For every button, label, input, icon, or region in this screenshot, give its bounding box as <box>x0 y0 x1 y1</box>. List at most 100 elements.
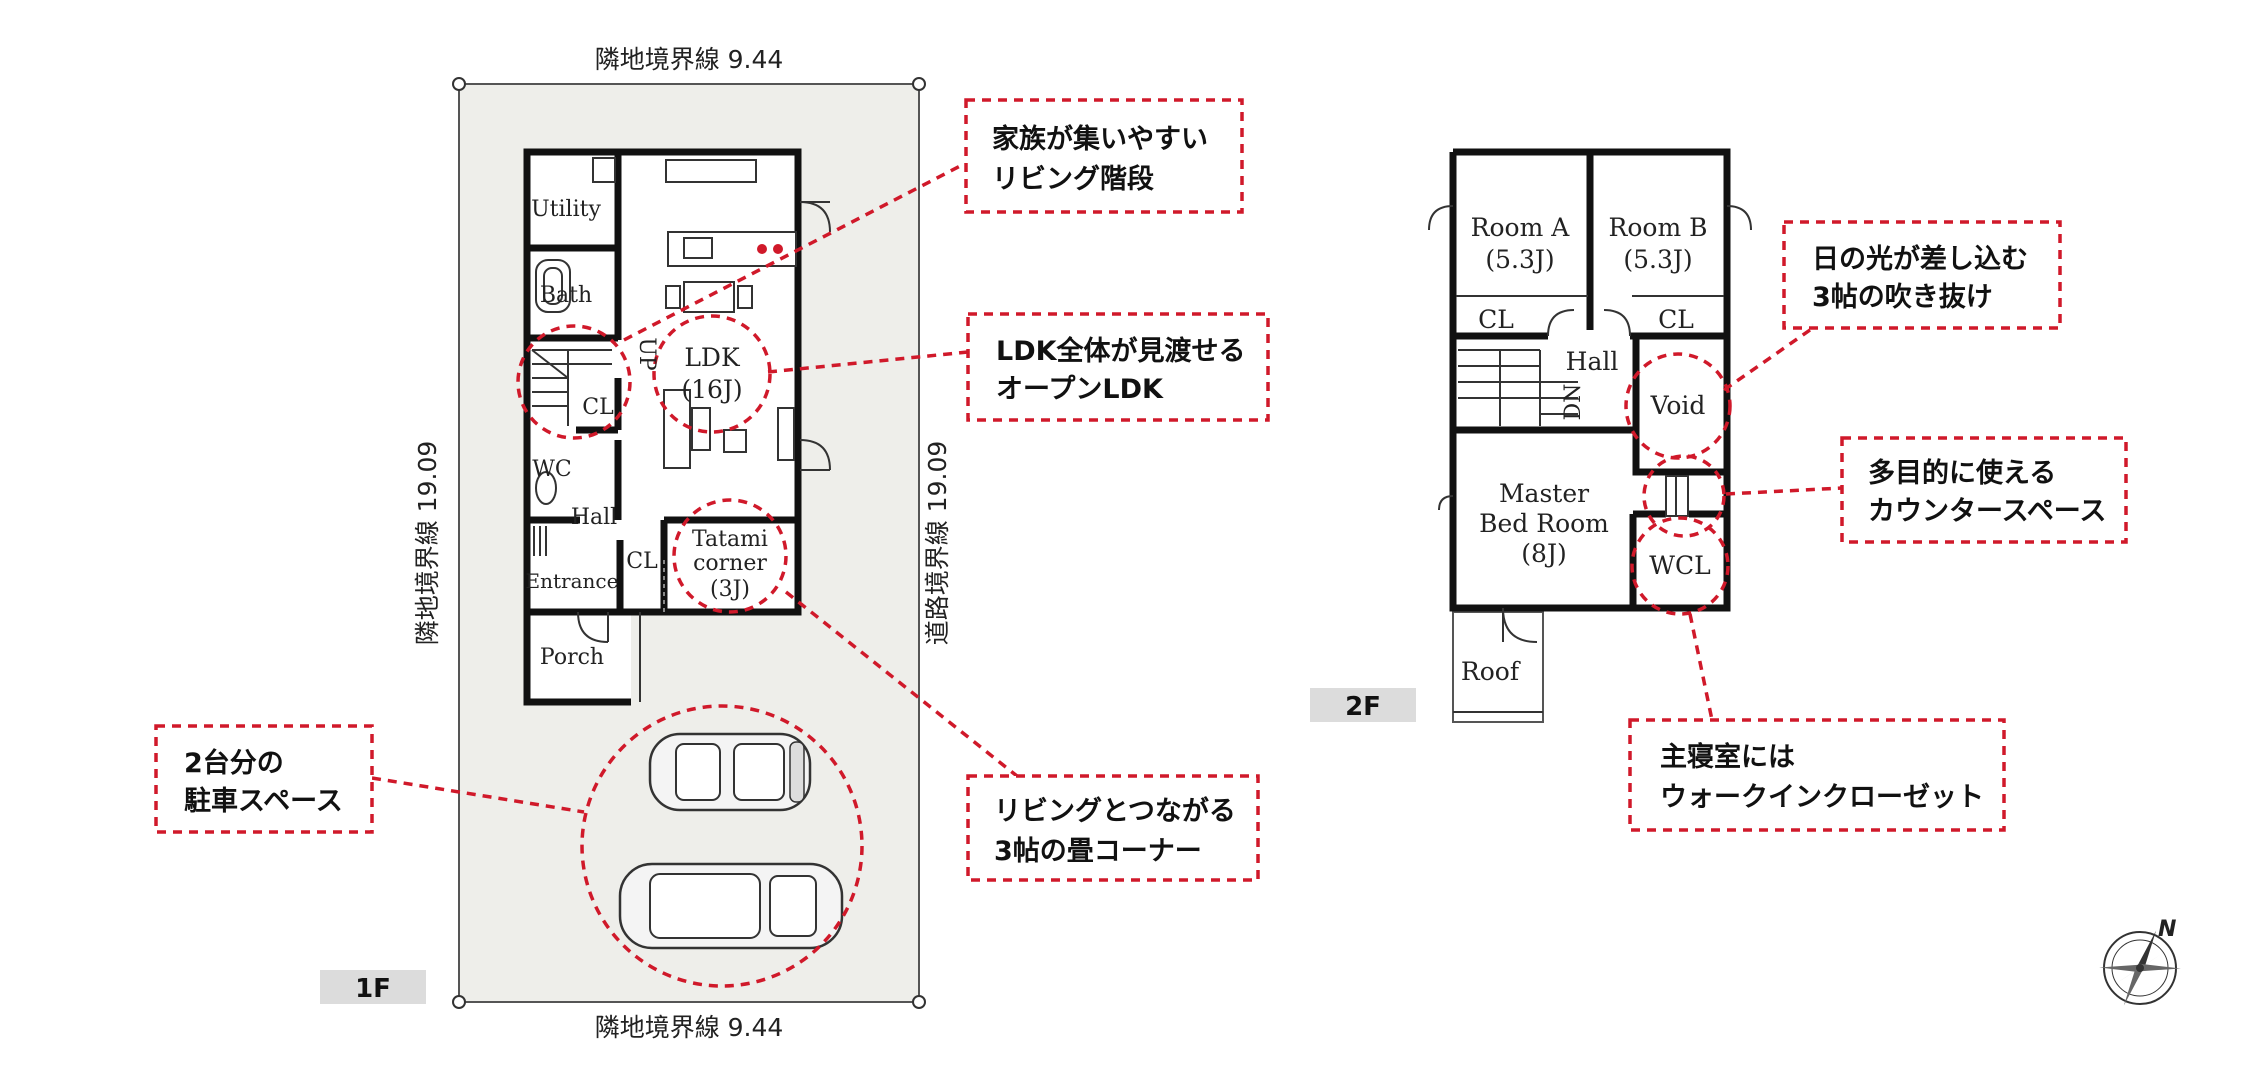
dining-chair-icon <box>737 285 753 309</box>
door-swing-icon <box>1428 205 1454 231</box>
room-label-cl-b: CL <box>1658 305 1694 334</box>
room-size-room-b: (5.3J) <box>1623 245 1692 274</box>
leader-wcl <box>1688 613 1714 721</box>
svg-text:駐車スペース: 駐車スペース <box>184 786 343 817</box>
room-label-wc: WC <box>532 457 571 482</box>
room-label-hall-2f: Hall <box>1566 347 1619 376</box>
dimension-bottom: 隣地境界線 9.44 <box>595 1013 784 1042</box>
room-label-room-b: Room B <box>1609 213 1708 242</box>
svg-text:日の光が差し込む: 日の光が差し込む <box>1812 243 2028 275</box>
floor-tag-2f: 2F <box>1310 688 1416 722</box>
leader-open-ldk <box>767 350 969 374</box>
porch-wall <box>523 612 631 706</box>
counter-highlight-circle <box>1642 454 1726 538</box>
bathtub-inner-icon <box>543 267 563 305</box>
kitchen-upper-cabinet <box>665 159 757 183</box>
room-label-utility: Utility <box>531 197 601 222</box>
door-swing-icon <box>1603 309 1631 337</box>
stair-dn-label: DN <box>1561 384 1586 421</box>
floor2-plan <box>1428 148 1752 723</box>
callout-open-ldk: LDK全体が見渡せる オープンLDK <box>966 312 1270 422</box>
callout-tatami: リビングとつながる 3帖の畳コーナー <box>966 774 1260 882</box>
window-icon <box>1438 495 1454 511</box>
svg-text:家族が集いやすい: 家族が集いやすい <box>992 123 1208 155</box>
room-label-wcl: WCL <box>1649 551 1710 580</box>
callout-void: 日の光が差し込む 3帖の吹き抜け <box>1782 220 2062 330</box>
svg-text:リビング階段: リビング階段 <box>992 163 1154 195</box>
staircase-1f <box>531 349 612 426</box>
compass-north-label: N <box>2158 917 2176 942</box>
svg-text:多目的に使える: 多目的に使える <box>1868 457 2056 489</box>
entrance-door-swing-icon <box>577 611 609 643</box>
room-label-ldk: LDK <box>684 343 741 372</box>
roof-area <box>1452 611 1544 723</box>
entrance-steps <box>533 526 547 556</box>
stairs-highlight-circle <box>516 324 632 440</box>
room-label-porch: Porch <box>540 645 604 670</box>
wcl-highlight-circle <box>1630 516 1730 616</box>
svg-text:カウンタースペース: カウンタースペース <box>1868 496 2106 527</box>
svg-text:オープンLDK: オープンLDK <box>996 374 1164 405</box>
stove-burner-icon <box>757 244 767 254</box>
svg-text:ウォークインクローゼット: ウォークインクローゼット <box>1660 782 1984 813</box>
room-size-room-a: (5.3J) <box>1485 245 1554 274</box>
car-icon-small <box>648 732 812 812</box>
svg-text:リビングとつながる: リビングとつながる <box>994 795 1236 827</box>
dining-chair-icon <box>665 285 681 309</box>
door-swing-icon <box>1726 205 1752 231</box>
callout-wcl: 主寝室には ウォークインクローゼット <box>1628 718 2006 832</box>
parking-highlight-circle <box>580 704 864 988</box>
ldk-highlight-circle <box>652 314 772 434</box>
tatami-highlight-circle <box>672 498 788 614</box>
porch-area <box>527 612 631 704</box>
stove-burner-icon <box>773 244 783 254</box>
lot-corner-marker <box>452 77 466 91</box>
svg-text:2台分の: 2台分の <box>184 747 284 779</box>
lot-corner-marker <box>912 77 926 91</box>
toilet-icon <box>535 471 557 505</box>
svg-text:主寝室には: 主寝室には <box>1660 741 1795 773</box>
kitchen-sink-icon <box>683 237 713 259</box>
washbasin-icon <box>592 157 616 183</box>
room-label-room-a: Room A <box>1471 213 1571 242</box>
room-label-cl-hall: CL <box>626 549 658 574</box>
outer-wall <box>523 148 802 616</box>
svg-text:3帖の畳コーナー: 3帖の畳コーナー <box>994 836 1202 867</box>
floor-tag-1f: 1F <box>320 970 426 1004</box>
room-label-bed-room: Bed Room <box>1479 509 1609 538</box>
room-label-master: Master <box>1499 479 1589 508</box>
sofa-cushion-icon <box>691 407 711 451</box>
room-label-tatami: Tatami <box>692 527 768 552</box>
room-label-roof: Roof <box>1461 657 1521 686</box>
side-table-icon <box>723 429 747 453</box>
leader-tatami <box>784 590 1024 782</box>
room-label-cl-a: CL <box>1478 305 1514 334</box>
room-label-hall: Hall <box>571 505 617 530</box>
svg-text:1F: 1F <box>355 974 391 1004</box>
room-label-corner: corner <box>693 551 767 576</box>
room-size-ldk: (16J) <box>681 375 742 404</box>
lot-corner-marker <box>452 995 466 1009</box>
room-size-master: (8J) <box>1521 539 1566 568</box>
dimension-left: 隣地境界線 19.09 <box>413 441 442 646</box>
compass-rose-icon <box>2099 930 2181 1006</box>
leader-parking <box>371 776 585 814</box>
floor1-plan <box>452 77 926 1009</box>
leader-counter <box>1725 486 1843 496</box>
tv-stand-icon <box>777 407 795 461</box>
svg-text:3帖の吹き抜け: 3帖の吹き抜け <box>1812 282 1993 313</box>
door-swing-icon <box>1547 309 1575 337</box>
room-label-void: Void <box>1650 391 1706 420</box>
room-label-cl-stair: CL <box>582 395 614 420</box>
room-label-entrance: Entrance <box>526 569 619 593</box>
car-icon-large <box>618 862 844 950</box>
svg-text:2F: 2F <box>1345 692 1381 722</box>
svg-text:LDK全体が見渡せる: LDK全体が見渡せる <box>996 335 1246 367</box>
dimension-right: 道路境界線 19.09 <box>923 441 952 646</box>
callout-living-stairs: 家族が集いやすい リビング階段 <box>964 98 1244 214</box>
wall-void <box>1632 336 1727 476</box>
callout-counter: 多目的に使える カウンタースペース <box>1840 436 2128 544</box>
room-label-bath: Bath <box>540 283 592 308</box>
dimension-top: 隣地境界線 9.44 <box>595 45 784 74</box>
room-size-tatami: (3J) <box>710 577 750 602</box>
